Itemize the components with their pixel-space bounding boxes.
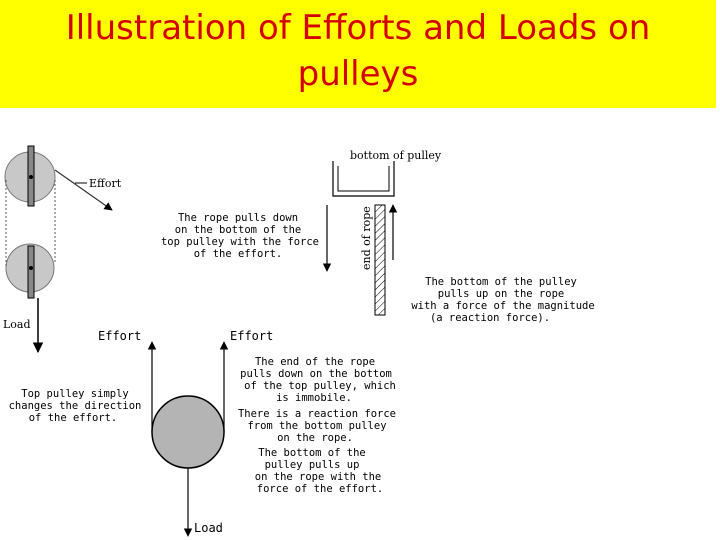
load-label-left: Load — [3, 318, 31, 331]
compound-pulley-system — [4, 145, 113, 354]
note-line: The bottom of the pulley — [425, 276, 577, 288]
note-line: Top pulley simply — [21, 388, 128, 400]
note-line: on the rope. — [277, 432, 353, 444]
note-top-pulley-changes: Top pulley simply changes the direction … — [9, 388, 142, 424]
load-label-bottom: Load — [194, 521, 223, 535]
note-end-of-rope: The end of the rope pulls down on the bo… — [238, 356, 396, 495]
title-banner: Illustration of Efforts and Loads on pul… — [0, 0, 716, 108]
note-line: of the top pulley, which — [244, 380, 396, 392]
note-rope-pulls-down: The rope pulls down on the bottom of the… — [161, 212, 319, 260]
end-of-rope-label: end of rope — [360, 206, 373, 270]
note-line: pulley pulls up — [265, 459, 360, 471]
rope-to-effort — [54, 169, 113, 211]
bottom-of-pulley-label: bottom of pulley — [350, 149, 442, 162]
lower-pulley-block — [27, 245, 35, 299]
note-line: on the bottom of the — [175, 224, 301, 236]
note-line: force of the effort. — [257, 483, 383, 495]
note-line: There is a reaction force — [238, 408, 396, 420]
title-line-1: Illustration of Efforts and Loads on — [65, 8, 651, 48]
effort-label-top: Effort — [89, 177, 122, 190]
effort-label-mid-right: Effort — [230, 329, 273, 343]
note-line: of the effort. — [194, 248, 283, 260]
note-line: pulls up on the rope — [438, 288, 564, 300]
note-line: The bottom of the — [258, 447, 365, 459]
note-line: top pulley with the force — [161, 236, 319, 248]
note-line: is immobile. — [276, 392, 352, 404]
note-line: (a reaction force). — [430, 312, 550, 324]
pulley-bottom-bracket — [332, 161, 395, 197]
pulley-bottom-inner-bracket — [337, 166, 390, 192]
lower-axle — [29, 266, 33, 270]
title-line-2: pulleys — [297, 54, 419, 94]
note-line: of the effort. — [29, 412, 118, 424]
effort-label-mid-left: Effort — [98, 329, 141, 343]
note-line: The rope pulls down — [178, 212, 298, 224]
rope-end-hatched — [374, 204, 386, 316]
note-line: The end of the rope — [255, 356, 375, 368]
note-bottom-pulls-up: The bottom of the pulley pulls up on the… — [411, 276, 594, 324]
note-line: on the rope with the — [255, 471, 381, 483]
note-line: changes the direction — [9, 400, 142, 412]
note-line: pulls down on the bottom — [240, 368, 392, 380]
bottom-of-pulley-detail — [322, 161, 398, 316]
note-line: with a force of the magnitude — [411, 300, 594, 312]
note-line: from the bottom pulley — [247, 420, 386, 432]
single-pulley-system — [147, 341, 229, 537]
large-pulley-wheel — [151, 395, 225, 469]
upper-axle — [29, 175, 33, 179]
